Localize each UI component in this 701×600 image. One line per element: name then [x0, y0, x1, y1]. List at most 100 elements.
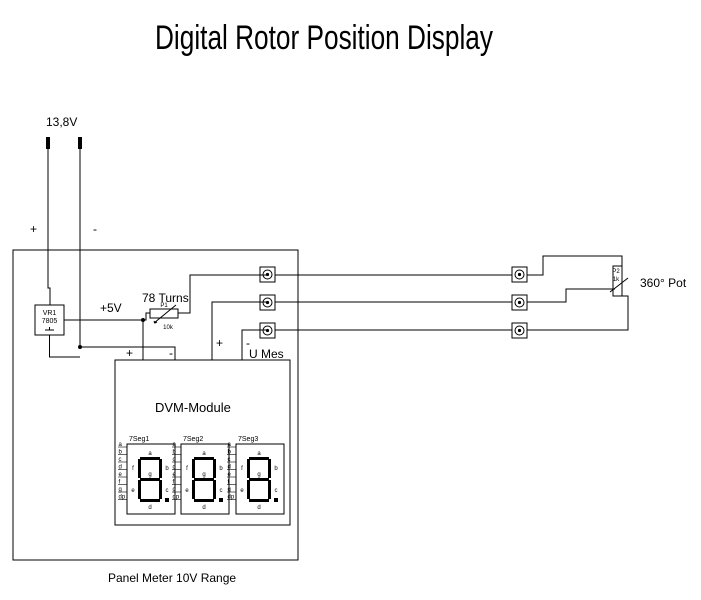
segment-label: c — [220, 488, 223, 494]
display-pin-label: d — [119, 465, 122, 471]
display-body — [180, 443, 230, 515]
dvm-pin-minus-right: - — [246, 336, 250, 350]
segment-dp — [219, 498, 223, 502]
display-pin-label: c — [228, 457, 231, 463]
ground-to-dvm-wire — [80, 346, 176, 360]
segment-label: a — [148, 451, 152, 457]
display-pin-label: e — [119, 472, 123, 478]
regulator-ground-wire — [49, 335, 80, 358]
segment-label: c — [166, 488, 169, 494]
segment-g — [249, 478, 269, 481]
segment-label: d — [257, 505, 260, 511]
segment-f — [138, 459, 141, 478]
segment-f — [192, 459, 195, 478]
display-pin-label: e — [228, 472, 232, 478]
segment-b — [213, 459, 216, 478]
display-pin-label: d — [228, 465, 231, 471]
segment-f — [247, 459, 250, 478]
pot-wire-bottom — [527, 295, 629, 331]
segment-label: b — [274, 466, 278, 472]
display-pin-label: b — [173, 450, 177, 456]
rail-label: +5V — [100, 301, 122, 315]
display-pin-label: dp — [119, 495, 126, 501]
segment-c — [213, 480, 216, 499]
display-pin-label: g — [228, 487, 231, 493]
dvm-pin-plus-right: + — [216, 336, 223, 350]
display-pin-label: g — [173, 487, 176, 493]
pot-wiper-arrow — [609, 277, 629, 293]
pot-ref: P2 — [612, 269, 620, 275]
segment-e — [192, 480, 195, 499]
pot-wire-wiper — [527, 288, 615, 303]
supply-plus-label: + — [30, 222, 37, 236]
panel-meter-enclosure — [12, 249, 299, 561]
segment-label: b — [165, 466, 169, 472]
pot-wire-top — [527, 255, 623, 276]
diagram-title: Digital Rotor Position Display — [155, 19, 493, 57]
pot-p2 — [612, 265, 623, 297]
segment-e — [247, 480, 250, 499]
segment-a — [249, 457, 269, 460]
segment-label: g — [202, 472, 205, 478]
pot-connector-bottom — [511, 322, 528, 339]
trimmer-value: 10k — [163, 325, 174, 331]
display-pin-label: a — [173, 442, 177, 448]
dvm-pin-plus-left: + — [126, 346, 133, 360]
segment-label: g — [148, 472, 151, 478]
segment-label: a — [202, 451, 206, 457]
display-pin-label: b — [119, 450, 123, 456]
segment-label: e — [240, 488, 244, 494]
segment-label: e — [131, 488, 135, 494]
segment-e — [138, 480, 141, 499]
trimmer-arrow — [153, 304, 177, 324]
segment-label: f — [241, 466, 243, 472]
display-name: 7Seg2 — [183, 436, 203, 443]
regulator-ref: VR1 — [43, 310, 57, 317]
segment-label: a — [257, 451, 261, 457]
segment-dp — [274, 498, 278, 502]
pot-connector-top — [511, 266, 528, 283]
display-pin-label: c — [173, 457, 176, 463]
display-body — [126, 443, 176, 515]
segment-g — [194, 478, 214, 481]
trimmer-ref: P1 — [160, 303, 168, 309]
segment-label: b — [219, 466, 223, 472]
segment-label: d — [202, 505, 205, 511]
display-body — [235, 443, 285, 515]
trimmer-p1 — [149, 308, 179, 319]
display-pin-label: b — [228, 450, 232, 456]
segment-label: f — [186, 466, 188, 472]
segment-label: d — [148, 505, 151, 511]
display-pin-label: e — [173, 472, 177, 478]
display-name: 7Seg1 — [129, 436, 149, 443]
display-pin-label: g — [119, 487, 122, 493]
pot-connector-mid — [511, 294, 528, 311]
display-pin-label: a — [119, 442, 123, 448]
pot-value: 1k — [613, 277, 620, 283]
display-pin-label: a — [228, 442, 232, 448]
display-pin-label: f — [119, 480, 121, 486]
segment-c — [159, 480, 162, 499]
supply-voltage-label: 13,8V — [46, 115, 77, 129]
segment-c — [268, 480, 271, 499]
display-name: 7Seg3 — [238, 436, 258, 443]
supply-plus-wire — [47, 149, 51, 305]
segment-label: e — [185, 488, 189, 494]
segment-d — [249, 499, 269, 502]
segment-a — [194, 457, 214, 460]
segment-a — [140, 457, 160, 460]
regulator-part: 7805 — [42, 318, 58, 325]
display-pin-label: f — [228, 480, 230, 486]
segment-d — [194, 499, 214, 502]
dvm-pin-minus-left: - — [169, 346, 173, 360]
display-pin-label: dp — [228, 495, 235, 501]
display-pin-label: c — [119, 457, 122, 463]
display-pin-label: dp — [173, 495, 180, 501]
segment-g — [140, 478, 160, 481]
trimmer-to-connector-wire — [178, 274, 266, 314]
segment-label: f — [132, 466, 134, 472]
segment-b — [159, 459, 162, 478]
seven-segment-displays: abcdefgdp7Seg1abcdefgabcdefgdp7Seg2abcde… — [118, 436, 285, 515]
